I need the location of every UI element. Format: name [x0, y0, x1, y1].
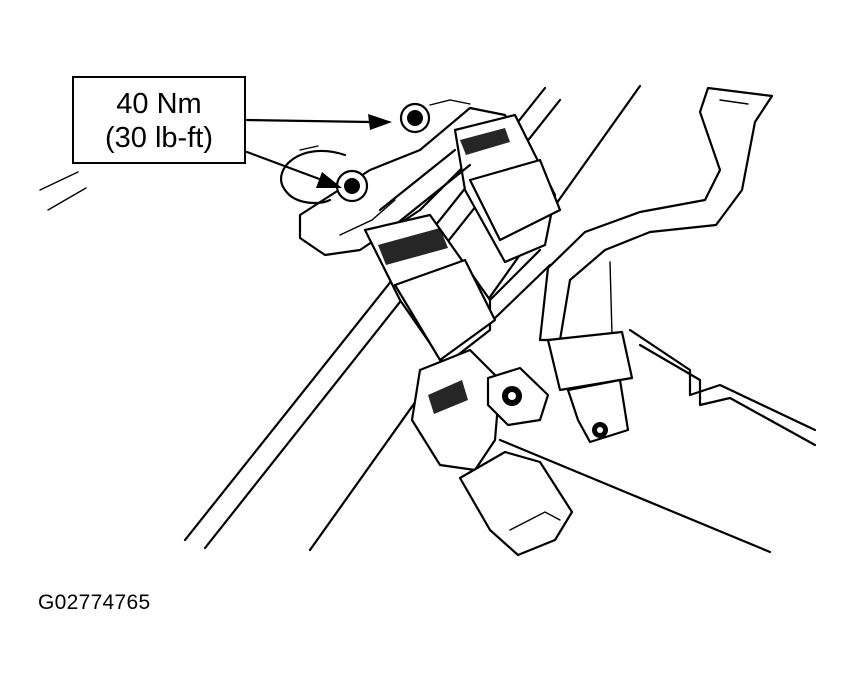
torque-imperial-value: (30 lb-ft) [105, 122, 213, 154]
callout-leader-arrows [245, 114, 392, 188]
figure-id: G02774765 [38, 591, 151, 614]
belt-latch-plate [546, 330, 634, 444]
torque-spec-callout: 40 Nm (30 lb-ft) [72, 76, 246, 164]
buckle-release-button [458, 450, 574, 557]
buckle-housing-middle [363, 213, 552, 367]
tighten-rotation-arrow-icon [280, 145, 347, 205]
upper-nut-icon [399, 99, 471, 134]
buckle-housing-upper [378, 113, 562, 264]
lower-nut-icon [335, 169, 369, 203]
torque-metric-value: 40 Nm [116, 88, 202, 120]
buckle-body-lower [410, 348, 550, 472]
seat-belt-webbing-strap [538, 86, 774, 342]
